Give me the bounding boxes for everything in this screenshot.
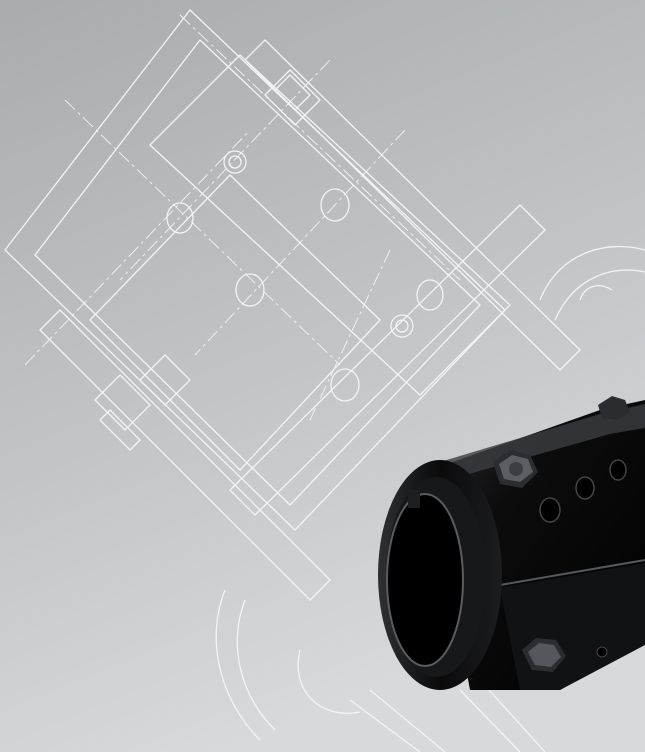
lower-hex-bolt: [522, 638, 566, 672]
collar-small-hole: [596, 646, 608, 658]
collar-hole: [575, 476, 595, 500]
collar-keyway: [408, 490, 420, 508]
blueprint-lines: [4, 9, 645, 752]
rear-bolt: [598, 396, 630, 420]
top-hex-bolt: [493, 450, 538, 488]
collar-top-highlight: [440, 404, 645, 478]
collar-hole: [609, 459, 627, 481]
collar-split-line: [499, 559, 645, 586]
collar-hole: [539, 497, 561, 523]
blueprint-center-lines: [24, 14, 461, 421]
collar-bore: [387, 494, 463, 666]
collar-bore-edge: [386, 493, 464, 667]
shaft-collar-photo: [378, 396, 645, 690]
